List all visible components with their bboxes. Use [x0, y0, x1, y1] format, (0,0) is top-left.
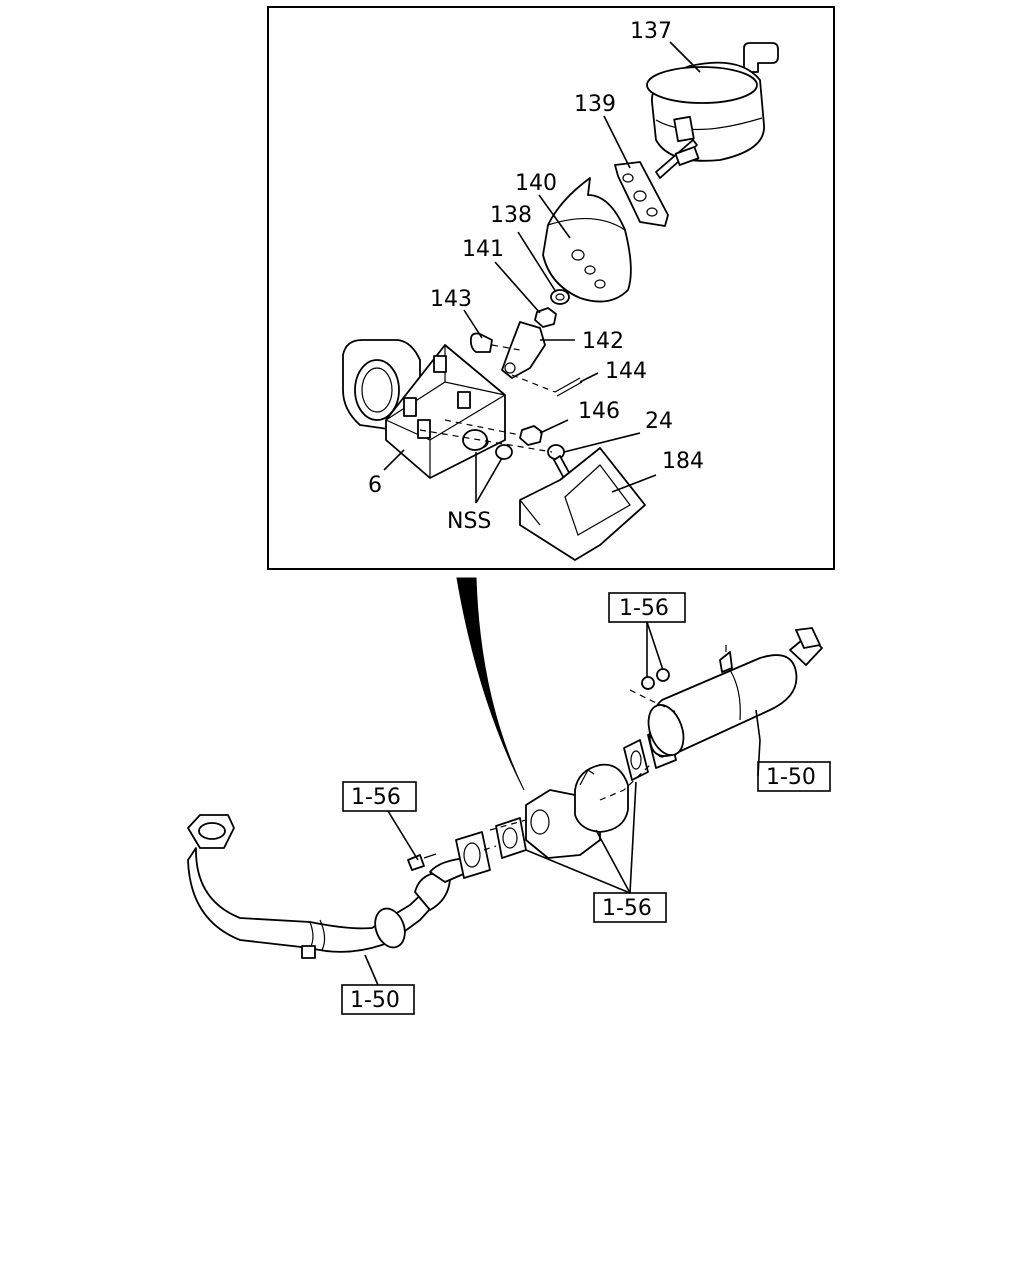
part-138-nut: [550, 289, 570, 305]
leader-lines-main: [364, 621, 761, 986]
egr-valve-assembly: [525, 763, 629, 859]
callout-6: 6: [368, 473, 382, 498]
ref-box-1-56-top: 1-56: [608, 592, 686, 623]
ref-box-1-50-right: 1-50: [757, 761, 831, 792]
part-137-actuator: [646, 42, 779, 179]
muffler: [647, 627, 823, 757]
gasket-left: [495, 817, 527, 859]
part-143-pin: [469, 332, 493, 353]
callout-143: 143: [430, 287, 472, 312]
part-140-bracket: [542, 177, 632, 303]
ref-box-1-56-bottom: 1-56: [593, 892, 667, 923]
callout-142: 142: [582, 329, 624, 354]
ref-box-1-56-left: 1-56: [342, 781, 417, 812]
assembly-lines-detail: [419, 344, 556, 453]
callout-141: 141: [462, 237, 504, 262]
detail-frame: [267, 6, 835, 570]
part-139-gasket: [614, 161, 669, 227]
ref-box-1-50-bottom: 1-50: [341, 984, 415, 1015]
svg-text:1-56: 1-56: [619, 596, 669, 621]
callout-137: 137: [630, 19, 672, 44]
part-146-nut: [519, 425, 543, 446]
callout-nss: NSS: [447, 509, 491, 534]
callout-184: 184: [662, 449, 704, 474]
svg-text:1-50: 1-50: [350, 988, 400, 1013]
callout-140: 140: [515, 171, 557, 196]
front-exhaust-pipe: [187, 814, 491, 959]
leader-lines-detail: [383, 41, 701, 504]
muffler-fasteners: [641, 668, 670, 690]
part-nss-fasteners: [462, 429, 513, 460]
svg-text:1-56: 1-56: [602, 896, 652, 921]
callout-138: 138: [490, 203, 532, 228]
assembly-lines-main: [483, 689, 677, 851]
part-184-heat-shield: [519, 447, 646, 561]
svg-text:1-56: 1-56: [351, 785, 401, 810]
part-6-valve-body: [342, 339, 506, 479]
callout-24: 24: [645, 409, 673, 434]
svg-text:1-50: 1-50: [766, 765, 816, 790]
callout-144: 144: [605, 359, 647, 384]
detail-pointer-arrow: [456, 577, 525, 791]
part-144-cotter-pin: [554, 377, 583, 397]
callout-146: 146: [578, 399, 620, 424]
part-142-lever: [501, 321, 546, 379]
callout-139: 139: [574, 92, 616, 117]
